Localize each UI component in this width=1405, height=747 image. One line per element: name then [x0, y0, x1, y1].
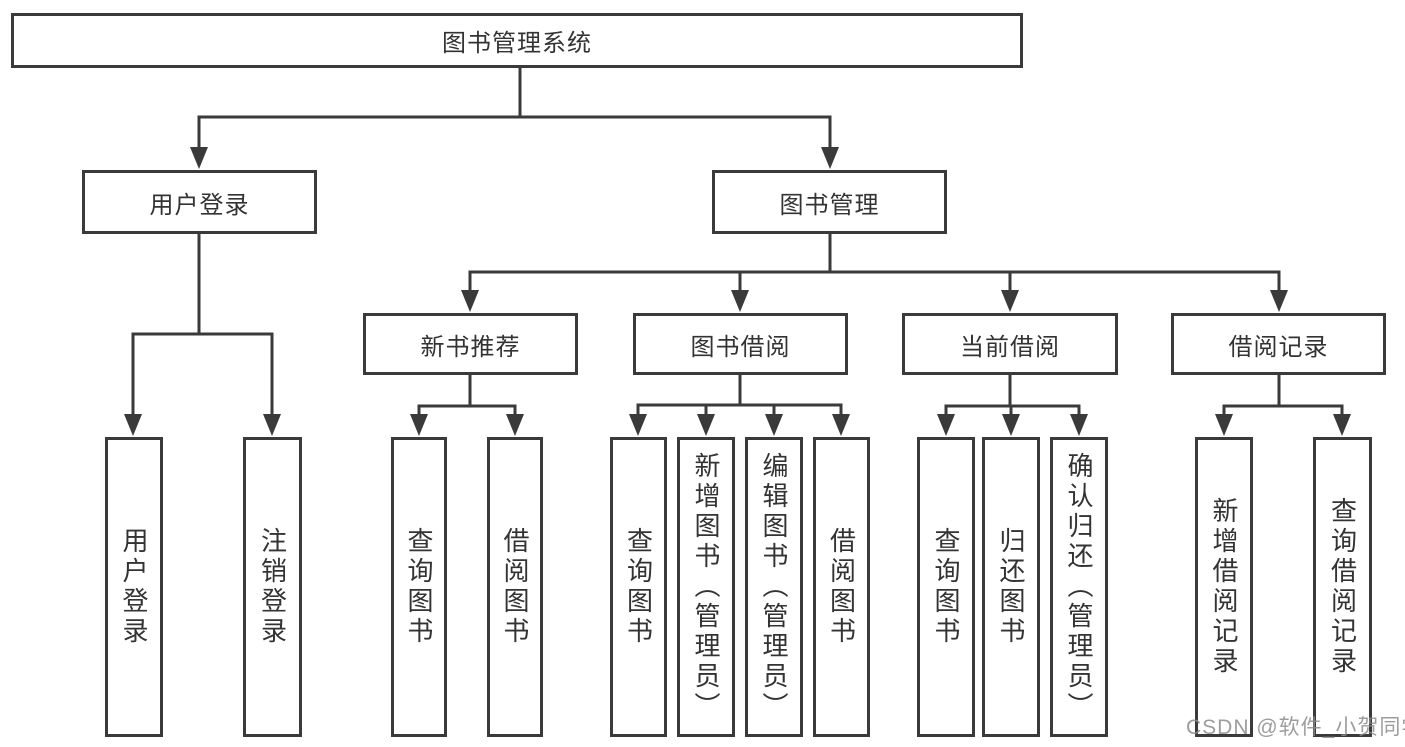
node-book-management-label: 图书管理: [779, 191, 880, 219]
leaf-cb-return-books-label: 归还图书: [996, 527, 1026, 647]
leaf-bb-borrow-books: 借阅图书: [813, 437, 870, 737]
leaf-bb-query-books: 查询图书: [610, 437, 667, 737]
leaf-br-add-record: 新增借阅记录: [1195, 437, 1253, 737]
node-root: 图书管理系统: [11, 13, 1023, 68]
leaf-br-add-record-label: 新增借阅记录: [1209, 497, 1239, 677]
leaf-cb-confirm-return-admin-label: 确认归还（管理员）: [1064, 452, 1094, 722]
node-current-borrow: 当前借阅: [902, 313, 1118, 375]
leaf-cb-return-books: 归还图书: [982, 437, 1040, 737]
node-borrow-records: 借阅记录: [1171, 313, 1386, 375]
leaf-nbr-query-books: 查询图书: [391, 437, 447, 737]
node-user-login-label: 用户登录: [149, 191, 250, 219]
leaf-bb-add-books-admin: 新增图书（管理员）: [677, 437, 735, 737]
leaf-bb-add-books-admin-label: 新增图书（管理员）: [691, 452, 721, 722]
node-root-label: 图书管理系统: [442, 30, 592, 57]
node-current-borrow-label: 当前借阅: [960, 333, 1060, 361]
leaf-bb-edit-books-admin: 编辑图书（管理员）: [745, 437, 803, 737]
leaf-cb-confirm-return-admin: 确认归还（管理员）: [1050, 437, 1108, 737]
leaf-logout: 注销登录: [243, 437, 302, 737]
node-borrow-records-label: 借阅记录: [1228, 333, 1329, 361]
node-book-management: 图书管理: [712, 170, 947, 234]
node-new-book-recommend: 新书推荐: [363, 313, 578, 375]
node-user-login: 用户登录: [82, 170, 317, 234]
leaf-user-login: 用户登录: [105, 437, 163, 737]
watermark: CSDN @软件_小贺同学: [1186, 716, 1405, 739]
leaf-logout-label: 注销登录: [257, 527, 288, 647]
leaf-bb-query-books-label: 查询图书: [623, 527, 654, 647]
leaf-user-login-label: 用户登录: [119, 527, 149, 647]
leaf-br-query-record: 查询借阅记录: [1313, 437, 1372, 737]
leaf-cb-query-books: 查询图书: [917, 437, 975, 737]
leaf-nbr-borrow-books-label: 借阅图书: [500, 527, 530, 647]
node-book-borrow-label: 图书借阅: [690, 333, 791, 361]
leaf-bb-borrow-books-label: 借阅图书: [826, 527, 857, 647]
leaf-cb-query-books-label: 查询图书: [931, 527, 961, 647]
leaf-br-query-record-label: 查询借阅记录: [1327, 497, 1358, 677]
node-book-borrow: 图书借阅: [633, 313, 848, 375]
leaf-nbr-borrow-books: 借阅图书: [487, 437, 543, 737]
node-new-book-recommend-label: 新书推荐: [420, 333, 521, 361]
leaf-bb-edit-books-admin-label: 编辑图书（管理员）: [759, 452, 789, 722]
leaf-nbr-query-books-label: 查询图书: [404, 527, 434, 647]
